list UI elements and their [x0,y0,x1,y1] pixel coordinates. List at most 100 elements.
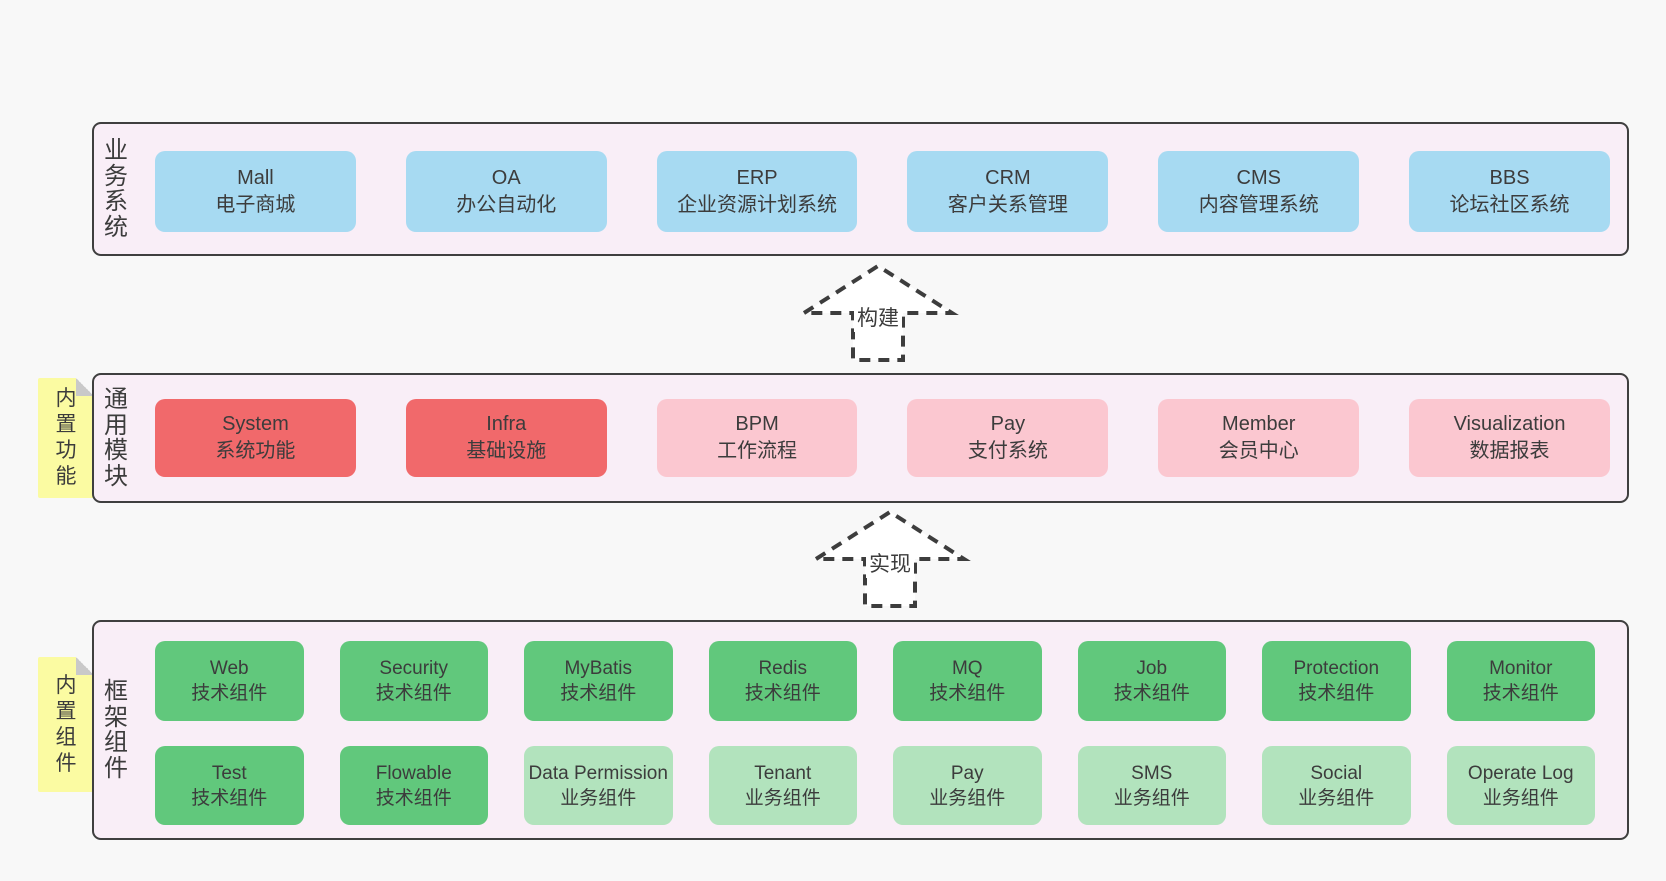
box-title: CMS [1236,166,1281,189]
box-subtitle: 基础设施 [466,440,547,462]
sticky-note-builtin-components: 内置组件 [38,657,94,792]
box-sms: SMS 业务组件 [1077,746,1226,825]
box-flowable: Flowable 技术组件 [339,746,488,825]
layer-label-components: 框架组件 [104,678,128,782]
box-pay-biz: Pay 业务组件 [893,746,1042,825]
box-title: Visualization [1453,413,1566,435]
layer-label-modules: 通用模块 [104,386,128,490]
sticky-note-label: 内置功能 [55,387,77,488]
box-subtitle: 技术组件 [560,683,637,704]
box-title: Protection [1293,658,1380,679]
box-tenant: Tenant 业务组件 [708,746,857,825]
box-title: OA [491,166,521,189]
build-arrow: 构建 [797,263,959,362]
box-bbs: BBS 论坛社区系统 [1409,151,1610,232]
box-title: Operate Log [1467,762,1574,784]
box-subtitle: 业务组件 [1113,787,1190,809]
box-title: MyBatis [564,658,633,679]
box-subtitle: 论坛社区系统 [1449,193,1570,216]
box-member: Member 会员中心 [1158,399,1360,477]
box-subtitle: 会员中心 [1218,440,1299,462]
box-subtitle: 技术组件 [191,683,268,704]
box-mall: Mall 电子商城 [155,151,356,232]
box-crm: CRM 客户关系管理 [907,151,1109,232]
box-subtitle: 内容管理系统 [1198,193,1319,216]
box-title: BBS [1489,166,1530,189]
box-title: Social [1310,762,1363,784]
box-subtitle: 技术组件 [929,683,1006,704]
box-pay: Pay 支付系统 [907,399,1109,477]
box-subtitle: 技术组件 [375,683,452,704]
box-subtitle: 业务组件 [1298,787,1375,809]
box-subtitle: 业务组件 [929,787,1006,809]
box-title: Tenant [754,762,812,784]
box-redis: Redis 技术组件 [708,641,857,721]
box-subtitle: 技术组件 [744,683,821,704]
box-title: CRM [985,166,1031,189]
arrow-label-bg [854,304,902,332]
box-subtitle: 企业资源计划系统 [677,193,838,216]
box-subtitle: 工作流程 [717,440,798,462]
build-arrow-label: 构建 [857,307,899,330]
box-data-permission: Data Permission 业务组件 [524,746,673,825]
box-job: Job 技术组件 [1077,641,1226,721]
box-title: BPM [735,413,779,435]
box-erp: ERP 企业资源计划系统 [656,151,858,232]
box-protection: Protection 技术组件 [1262,641,1411,721]
box-title: Job [1136,658,1168,679]
box-subtitle: 电子商城 [215,193,296,216]
box-title: Monitor [1489,658,1553,679]
arrow-label-bg [866,550,914,578]
box-title: Flowable [375,762,452,784]
sticky-note-label: 内置组件 [55,673,77,775]
box-title: Mall [237,166,274,189]
box-subtitle: 客户关系管理 [947,193,1068,216]
box-test: Test 技术组件 [155,746,304,825]
box-title: ERP [736,166,778,189]
box-mybatis: MyBatis 技术组件 [524,641,673,721]
sticky-fold-icon [76,378,94,396]
box-title: Security [379,658,449,679]
box-system: System 系统功能 [155,399,356,477]
box-bpm: BPM 工作流程 [656,399,858,477]
box-subtitle: 技术组件 [1298,683,1375,704]
box-subtitle: 业务组件 [560,787,637,809]
box-title: Web [209,658,249,679]
box-visualization: Visualization 数据报表 [1409,399,1610,477]
sticky-note-builtin-features: 内置功能 [38,378,94,498]
box-title: System [222,413,289,435]
box-title: Pay [950,762,984,784]
box-social: Social 业务组件 [1262,746,1411,825]
box-operate-log: Operate Log 业务组件 [1446,746,1595,825]
box-oa: OA 办公自动化 [405,151,607,232]
box-subtitle: 支付系统 [967,440,1048,462]
box-subtitle: 业务组件 [1482,787,1559,809]
framework-components-layer: 框架组件 Web 技术组件 Security 技术组件 MyBatis 技术组件… [92,620,1629,840]
box-title: SMS [1131,762,1173,784]
box-title: Redis [758,658,808,679]
box-subtitle: 办公自动化 [456,193,557,216]
box-title: MQ [951,658,983,679]
box-subtitle: 数据报表 [1469,440,1550,462]
box-subtitle: 业务组件 [744,787,821,809]
box-security: Security 技术组件 [339,641,488,721]
box-title: Member [1222,413,1296,435]
sticky-fold-icon [76,657,94,675]
box-title: Data Permission [528,762,668,784]
box-title: Test [211,762,247,784]
box-subtitle: 系统功能 [215,440,296,462]
box-subtitle: 技术组件 [1482,683,1559,704]
box-subtitle: 技术组件 [375,787,452,809]
implement-arrow-label: 实现 [869,553,911,576]
box-mq: MQ 技术组件 [893,641,1042,721]
box-web: Web 技术组件 [155,641,304,721]
box-infra: Infra 基础设施 [405,399,607,477]
box-title: Pay [990,413,1026,435]
box-title: Infra [486,413,527,435]
box-subtitle: 技术组件 [191,787,268,809]
common-modules-layer: 通用模块 System 系统功能 Infra 基础设施 BPM 工作流程 Pay… [92,373,1629,503]
business-systems-layer: 业务系统 Mall 电子商城 OA 办公自动化 ERP 企业资源计划系统 CRM… [92,122,1629,256]
box-cms: CMS 内容管理系统 [1158,151,1360,232]
implement-arrow: 实现 [809,509,971,608]
box-subtitle: 技术组件 [1113,683,1190,704]
